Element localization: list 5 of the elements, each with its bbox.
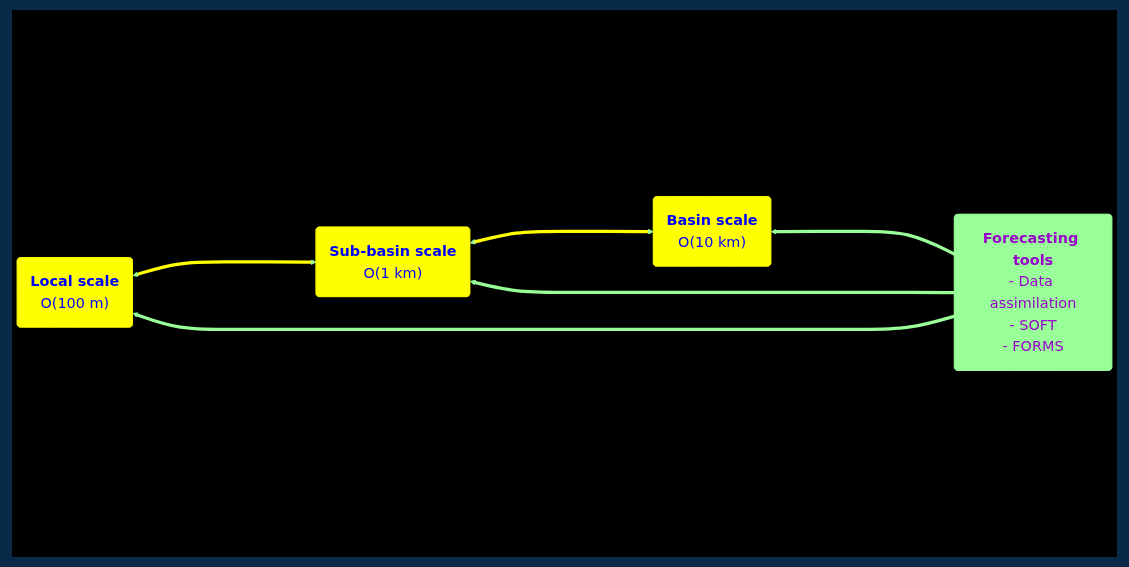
arrow xyxy=(469,228,654,245)
arrow xyxy=(469,279,955,295)
arrow xyxy=(132,312,956,332)
arrow xyxy=(132,259,317,277)
arrow xyxy=(770,228,956,256)
